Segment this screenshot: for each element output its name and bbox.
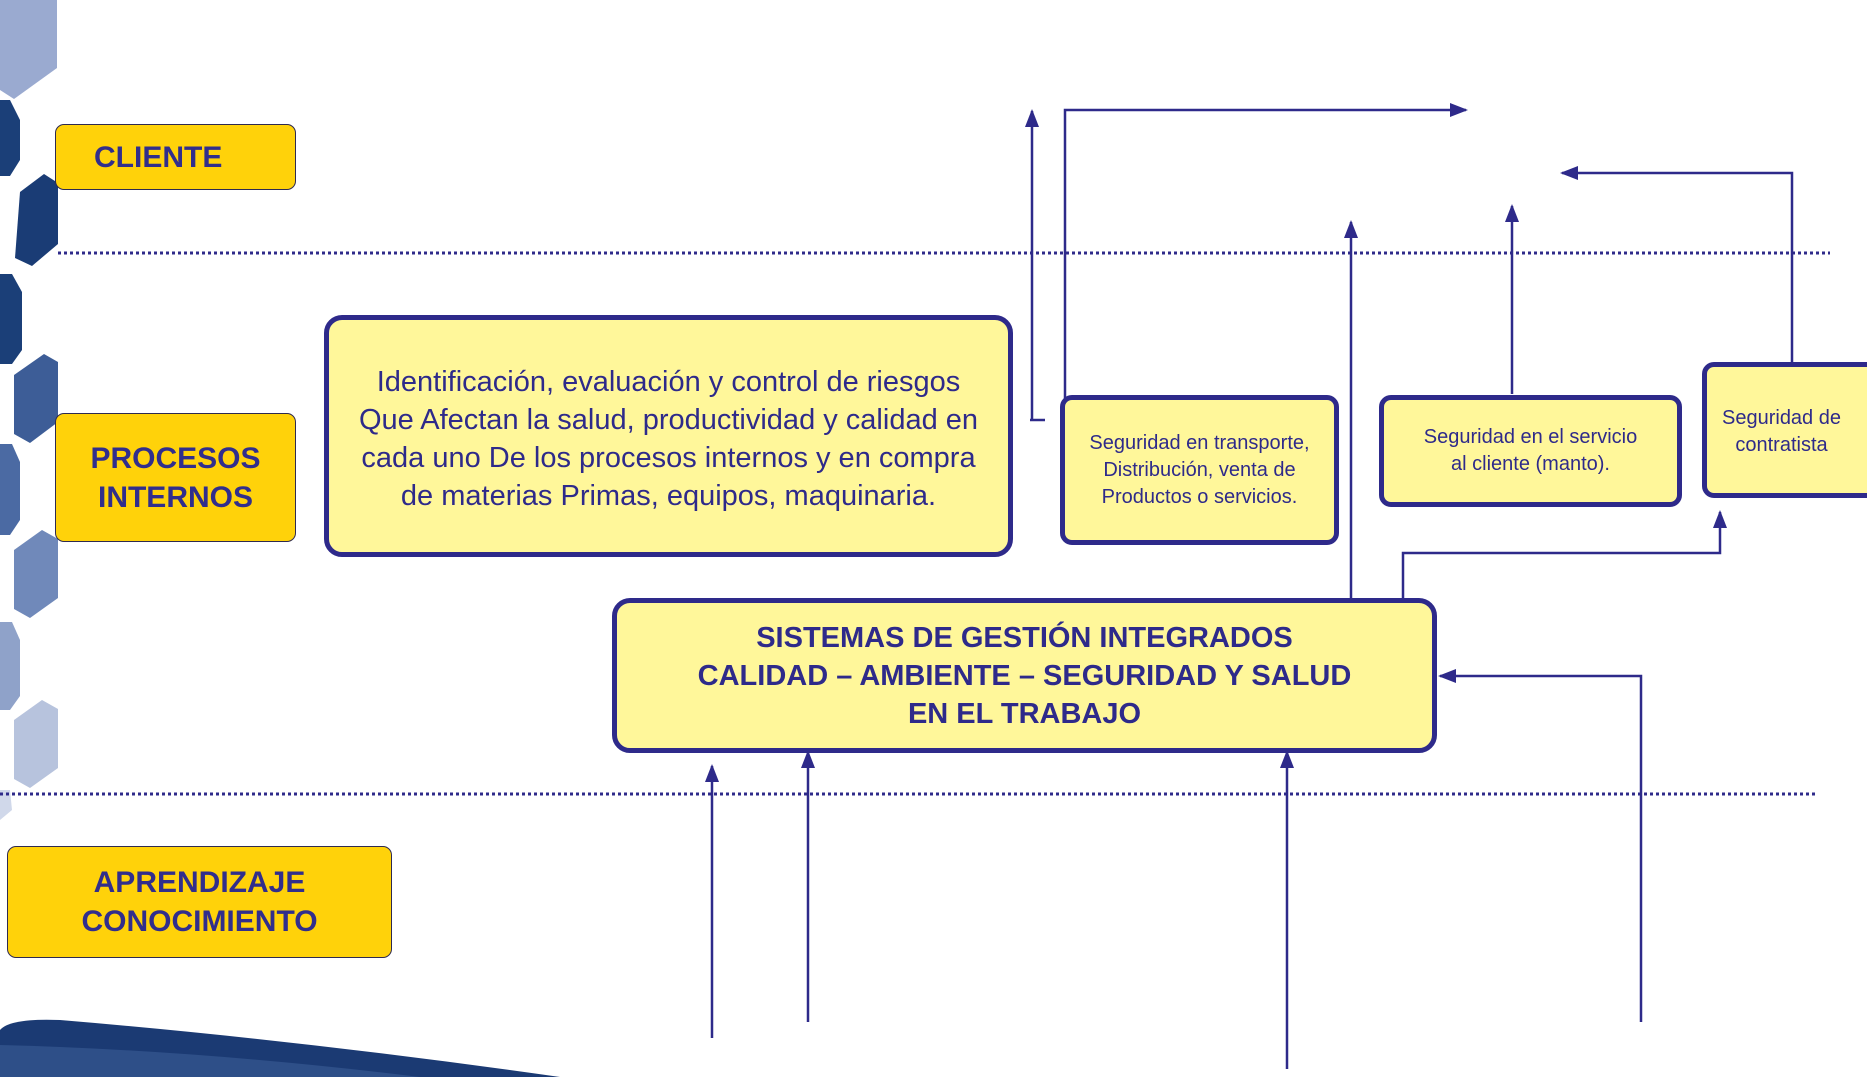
hexagon-shape (0, 100, 20, 176)
node-seguridad-servicio-cliente: Seguridad en el servicio al cliente (man… (1379, 395, 1682, 507)
hexagon-shape (0, 274, 22, 364)
hexagon-shape (14, 700, 58, 788)
swoosh-shape (0, 1045, 420, 1077)
hexagon-shape (14, 530, 58, 618)
node-sistemas-gestion-integrados: SISTEMAS DE GESTIÓN INTEGRADOS CALIDAD –… (612, 598, 1437, 753)
node-seguridad-transporte: Seguridad en transporte, Distribución, v… (1060, 395, 1339, 545)
lane-label-aprendizaje: APRENDIZAJE CONOCIMIENTO (7, 846, 392, 958)
hexagon-shape (0, 622, 20, 710)
lane-label-cliente: CLIENTE (55, 124, 296, 190)
hexagon-shape (15, 174, 58, 266)
node-seguridad-contratista: Seguridad de contratista (1702, 362, 1867, 498)
node-identificacion-riesgos: Identificación, evaluación y control de … (324, 315, 1013, 557)
lane-label-procesos-internos: PROCESOS INTERNOS (55, 413, 296, 542)
hexagon-shape (0, 790, 12, 820)
hexagon-shape (0, 444, 20, 535)
hexagon-shape (14, 354, 58, 443)
hexagon-shape (0, 0, 57, 99)
